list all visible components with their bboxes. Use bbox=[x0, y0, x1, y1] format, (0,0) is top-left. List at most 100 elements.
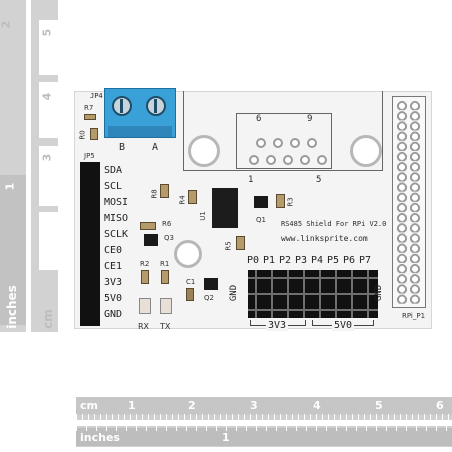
ruler-number: 3 bbox=[40, 153, 54, 162]
db9-pin bbox=[283, 155, 293, 165]
component-label: R2 bbox=[140, 260, 150, 268]
resistor-r8 bbox=[160, 184, 169, 198]
mounting-hole bbox=[188, 135, 220, 167]
db9-pin-label: 1 bbox=[248, 175, 254, 185]
screw-terminal-base bbox=[108, 126, 172, 137]
header-pin-label: GND bbox=[104, 309, 123, 320]
ruler-inches-label: inches bbox=[80, 431, 120, 444]
component-label: R0 bbox=[78, 130, 87, 140]
resistor-r7 bbox=[84, 114, 96, 120]
ruler-cm-tick: 2 bbox=[188, 399, 196, 412]
db9-pin bbox=[256, 138, 266, 148]
mounting-hole bbox=[174, 240, 202, 268]
ruler-number: 5 bbox=[40, 28, 54, 37]
horizontal-ruler-white-line bbox=[76, 420, 452, 426]
left-pin-header bbox=[80, 162, 100, 326]
rail-label-3v3: 3V3 bbox=[266, 320, 289, 331]
board-url: www.linksprite.com bbox=[281, 234, 368, 243]
vertical-ruler-block-4 bbox=[39, 212, 58, 270]
component-label: Q3 bbox=[164, 234, 174, 242]
port-label: P4 bbox=[311, 255, 324, 266]
db9-pin bbox=[307, 138, 317, 148]
header-pin-label: SCLK bbox=[104, 229, 129, 240]
rpi-label: RPi_P1 bbox=[402, 312, 426, 320]
component-label: R5 bbox=[224, 241, 233, 251]
port-label: P2 bbox=[279, 255, 292, 266]
port-pin-grid bbox=[248, 270, 378, 318]
gnd-label-left: GND bbox=[229, 284, 240, 302]
resistor-r4 bbox=[188, 190, 197, 204]
db9-pin-label: 6 bbox=[256, 114, 262, 124]
led-tx bbox=[160, 298, 172, 314]
terminal-pin-label: B bbox=[119, 142, 126, 153]
db9-pin-label: 5 bbox=[316, 175, 322, 185]
terminal-pin-label: A bbox=[152, 142, 159, 153]
component-label: R6 bbox=[162, 220, 172, 228]
mounting-hole bbox=[350, 135, 382, 167]
led-rx bbox=[139, 298, 151, 314]
component-label: C1 bbox=[186, 278, 196, 286]
ruler-cm-label: cm bbox=[40, 309, 55, 329]
terminal-label: JP4 bbox=[90, 92, 103, 100]
vertical-ruler-block-3 bbox=[39, 146, 58, 206]
db9-pin bbox=[317, 155, 327, 165]
component-label: Q1 bbox=[256, 216, 266, 224]
component-label: R4 bbox=[178, 195, 187, 205]
header-pin-label: CE1 bbox=[104, 261, 123, 272]
vertical-ruler-inner-white bbox=[26, 0, 31, 332]
db9-pin bbox=[249, 155, 259, 165]
db9-inner-outline bbox=[236, 113, 332, 169]
vertical-ruler-left-block bbox=[0, 175, 26, 325]
horizontal-ruler-cm-band bbox=[76, 397, 452, 415]
port-label: P3 bbox=[295, 255, 308, 266]
ruler-cm-tick: 4 bbox=[313, 399, 321, 412]
db9-pin bbox=[266, 155, 276, 165]
ruler-number: 2 bbox=[0, 20, 13, 29]
resistor-r6 bbox=[140, 222, 156, 230]
ruler-cm-tick: 5 bbox=[375, 399, 383, 412]
ruler-inch-tick: 1 bbox=[222, 431, 230, 444]
vertical-ruler-block-2 bbox=[39, 82, 58, 138]
resistor-r3 bbox=[276, 194, 285, 208]
port-label: P5 bbox=[327, 255, 340, 266]
screw-slot bbox=[154, 99, 157, 113]
port-labels: P0 P1 P2 P3 P4 P5 P6 P7 bbox=[247, 255, 377, 269]
header-pin-label: SDA bbox=[104, 165, 123, 176]
ruler-number: 4 bbox=[40, 92, 54, 101]
ruler-cm-tick: 3 bbox=[250, 399, 258, 412]
screw-slot bbox=[120, 99, 123, 113]
ruler-inch-tick-marks bbox=[76, 426, 452, 431]
rail-label-5v0: 5V0 bbox=[332, 320, 355, 331]
ruler-cm-tick: 6 bbox=[436, 399, 444, 412]
ruler-tick-marks bbox=[76, 414, 452, 420]
header-pin-label: SCL bbox=[104, 181, 123, 192]
port-label: P7 bbox=[359, 255, 372, 266]
resistor-r0 bbox=[90, 128, 98, 140]
db9-outline bbox=[183, 91, 383, 171]
ruler-number: 1 bbox=[3, 182, 17, 191]
header-pin-label: 3V3 bbox=[104, 277, 123, 288]
header-pin-label: CE0 bbox=[104, 245, 123, 256]
component-label: R8 bbox=[150, 189, 159, 199]
horizontal-ruler-inch-band bbox=[76, 428, 452, 446]
resistor-r1 bbox=[161, 270, 169, 284]
ruler-cm-tick: 1 bbox=[128, 399, 136, 412]
port-label: P6 bbox=[343, 255, 356, 266]
led-label: RX bbox=[138, 322, 150, 331]
component-label: U1 bbox=[198, 211, 207, 221]
gnd-label-right: GND bbox=[374, 284, 385, 302]
component-label: Q2 bbox=[204, 294, 214, 302]
rpi-header-pins bbox=[396, 100, 422, 304]
header-pin-label: 5V0 bbox=[104, 293, 123, 304]
ruler-cm-label: cm bbox=[80, 399, 98, 412]
transistor-q3 bbox=[144, 234, 158, 246]
transistor-q2 bbox=[204, 278, 218, 290]
header-pin-label: MISO bbox=[104, 213, 129, 224]
component-label: R7 bbox=[84, 104, 94, 112]
transistor-q1 bbox=[254, 196, 268, 208]
vertical-ruler-block-1 bbox=[39, 20, 58, 75]
board-title: RS485 Shield For RPi V2.0 bbox=[281, 220, 387, 228]
db9-pin-label: 9 bbox=[307, 114, 313, 124]
capacitor-c1 bbox=[186, 288, 194, 301]
port-label: P0 bbox=[247, 255, 260, 266]
